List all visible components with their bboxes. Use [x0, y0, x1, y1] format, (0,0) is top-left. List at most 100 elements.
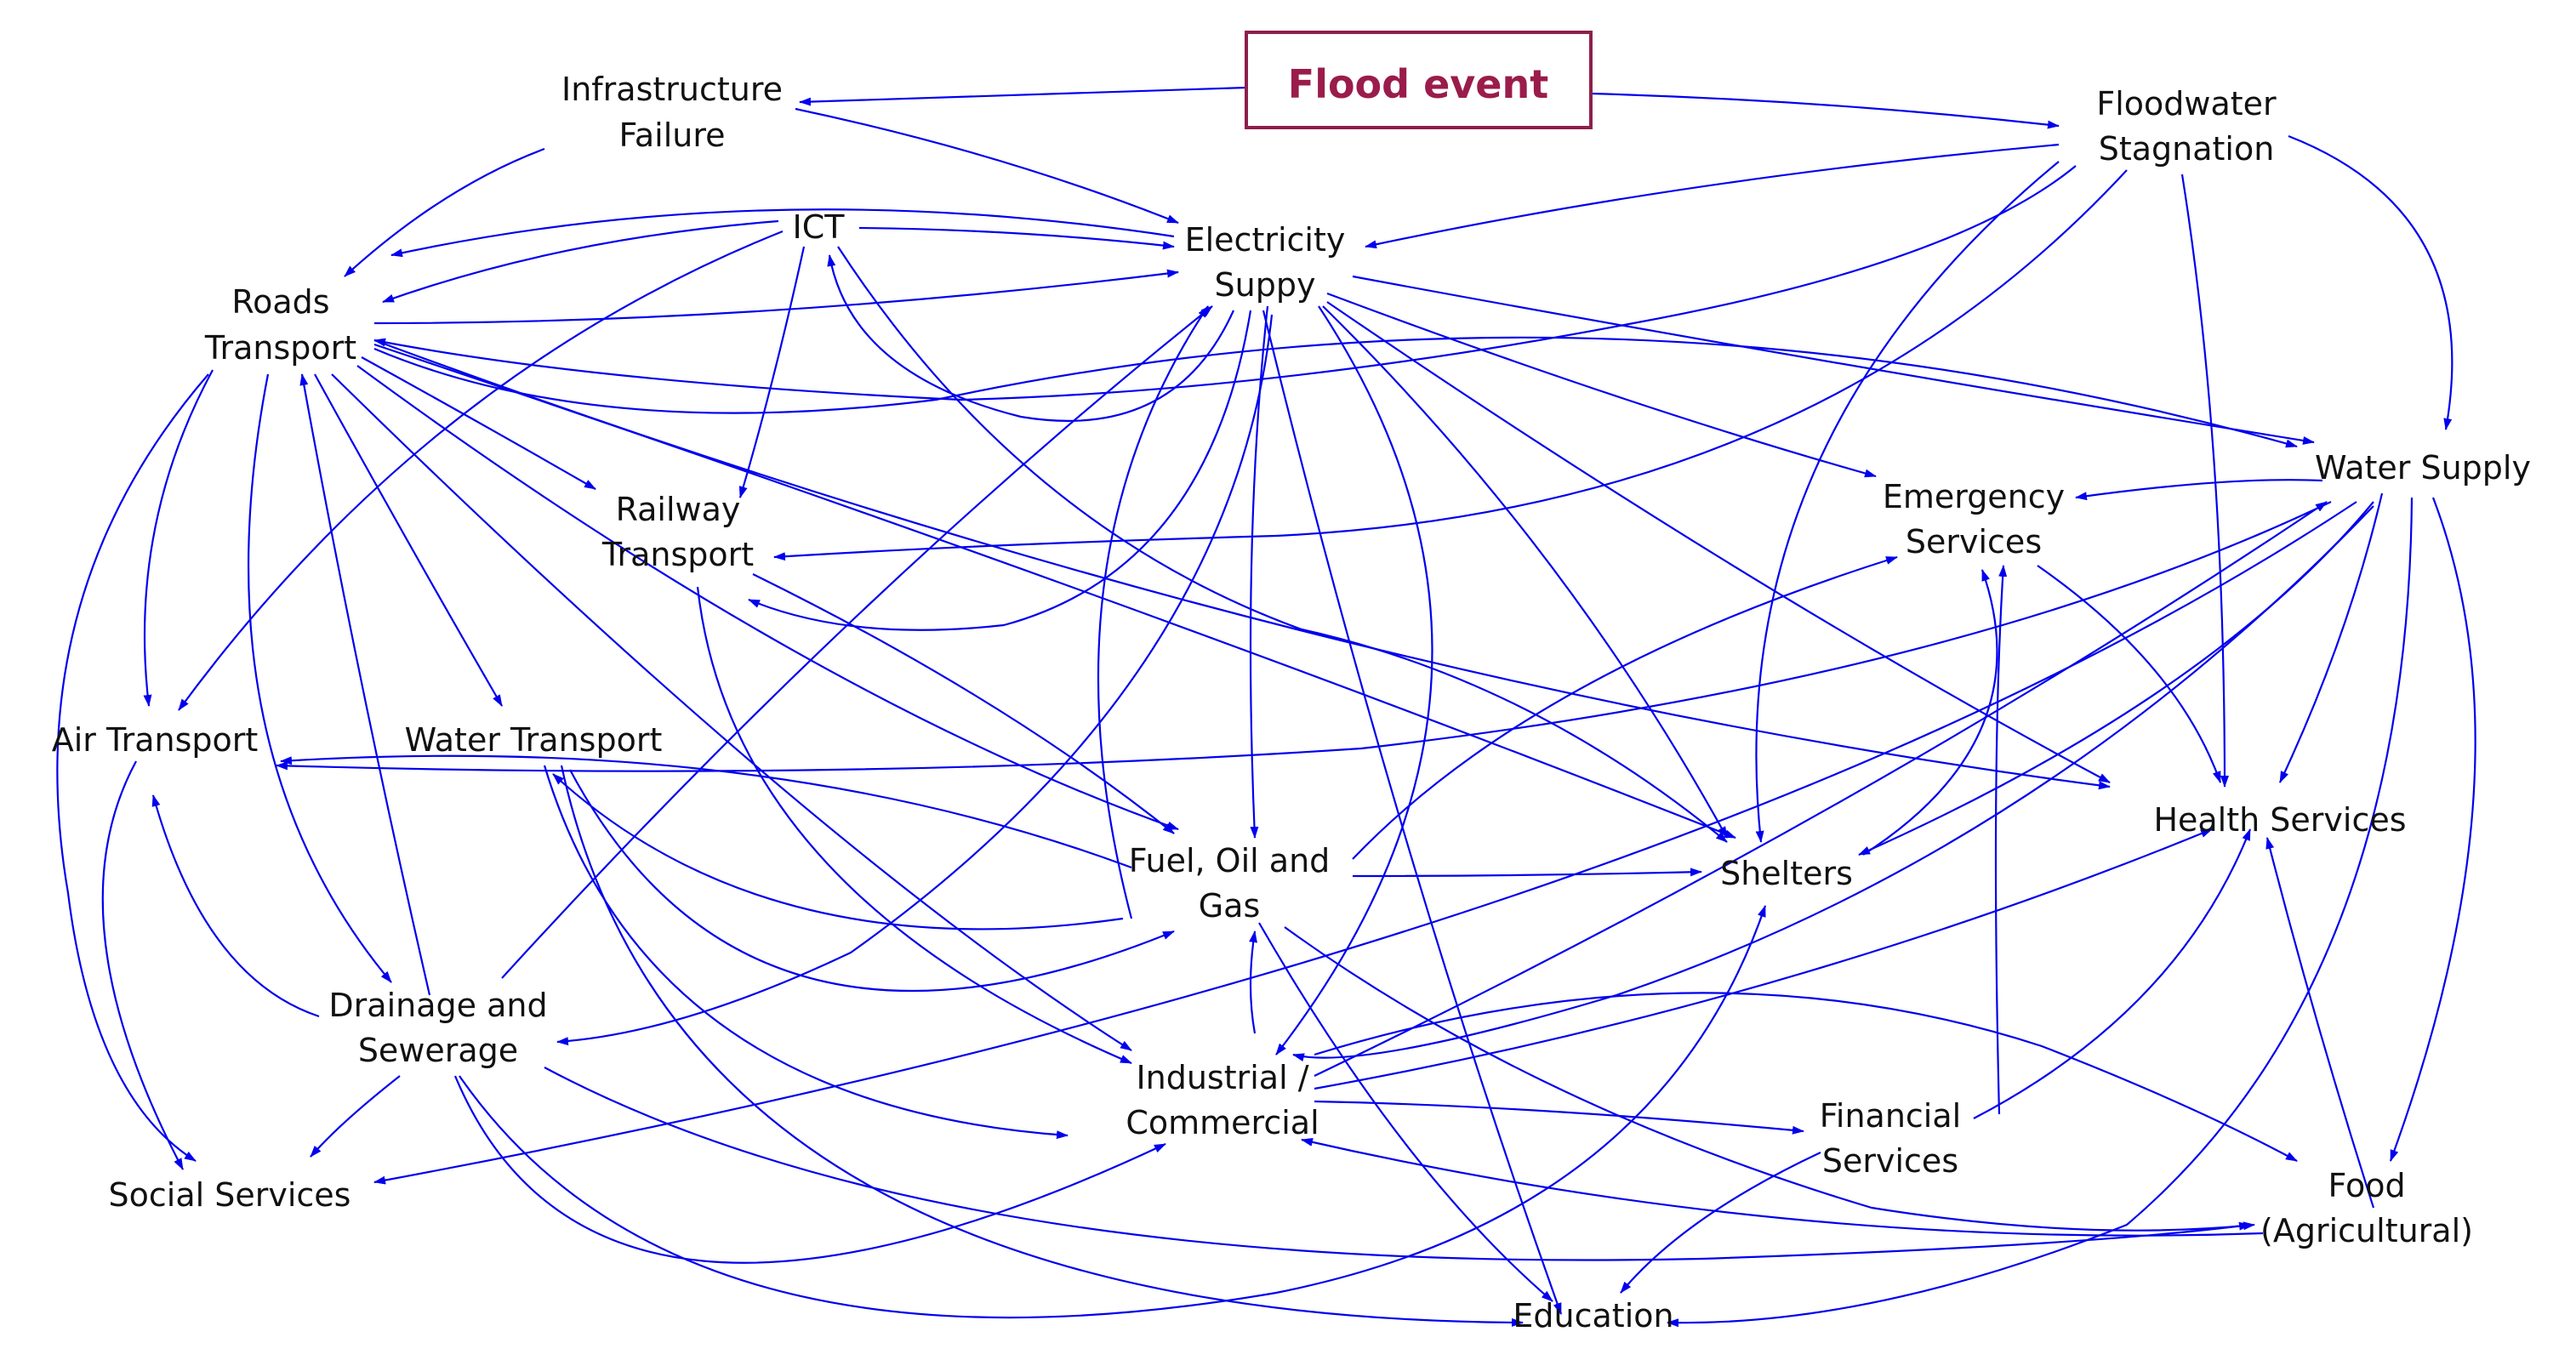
- emergency-services-line2: Services: [1906, 523, 2042, 561]
- railway-transport-line2: Transport: [601, 536, 754, 573]
- industrial-commercial-line2: Commercial: [1126, 1104, 1319, 1141]
- node-railway-transport[interactable]: Railway Transport: [601, 491, 754, 573]
- link-drainage-to-food: [544, 1067, 2251, 1261]
- node-electricity-supply[interactable]: Electricity Suppy: [1185, 221, 1346, 304]
- education-label: Education: [1513, 1297, 1673, 1334]
- floodwater-stagnation-line2: Stagnation: [2099, 130, 2275, 168]
- link-water-transport-to-industrial: [543, 765, 1069, 1140]
- roads-transport-line1: Roads: [231, 283, 329, 321]
- causal-links: [56, 86, 2476, 1328]
- infrastructure-failure-line1: Infrastructure: [561, 71, 783, 108]
- link-industrial-to-financial: [1314, 1100, 1804, 1135]
- electricity-supply-line1: Electricity: [1185, 221, 1346, 259]
- flood-event-box: [1245, 31, 1593, 129]
- link-air-to-social: [101, 760, 184, 1170]
- link-financial-to-health: [1973, 828, 2252, 1119]
- link-water-supply-to-social: [373, 501, 2357, 1185]
- link-fuel-to-food: [1284, 926, 2255, 1232]
- link-flood-to-floodwater: [1590, 92, 2060, 129]
- link-floodwater-to-roads: [373, 165, 2077, 401]
- link-roads-to-railway: [361, 356, 596, 490]
- food-agricultural-line2: (Agricultural): [2260, 1212, 2473, 1249]
- emergency-services-line1: Emergency: [1883, 478, 2065, 515]
- link-ict-to-roads: [382, 219, 779, 304]
- drainage-sewerage-line2: Sewerage: [358, 1032, 518, 1069]
- link-floodwater-to-health: [2180, 174, 2229, 788]
- node-education[interactable]: Education: [1513, 1297, 1673, 1334]
- link-water-supply-to-education: [1667, 497, 2414, 1328]
- financial-services-line1: Financial: [1820, 1097, 1961, 1135]
- node-flood-event[interactable]: Flood event: [1245, 31, 1593, 129]
- link-fuel-to-emergency: [1352, 555, 1898, 860]
- link-food-to-industrial: [1301, 1138, 2264, 1237]
- link-railway-to-industrial: [696, 586, 1132, 1065]
- node-shelters[interactable]: Shelters: [1720, 855, 1853, 892]
- link-roads-to-social: [56, 373, 209, 1162]
- node-food-agricultural[interactable]: Food (Agricultural): [2260, 1167, 2473, 1249]
- node-financial-services[interactable]: Financial Services: [1820, 1097, 1961, 1180]
- link-floodwater-to-water-supply: [2288, 134, 2453, 430]
- water-transport-label: Water Transport: [405, 721, 663, 759]
- node-ict[interactable]: ICT: [793, 208, 846, 246]
- water-supply-label: Water Supply: [2315, 449, 2531, 487]
- link-water-supply-to-air: [276, 501, 2332, 772]
- link-drainage-to-shelters: [459, 905, 1767, 1319]
- link-roads-to-electricity: [373, 269, 1179, 325]
- link-roads-to-industrial: [331, 373, 1132, 1051]
- link-fuel-to-electricity: [1097, 305, 1209, 919]
- industrial-commercial-line1: Industrial /: [1136, 1059, 1308, 1096]
- link-floodwater-to-electricity: [1365, 143, 2060, 249]
- link-electricity-to-education: [1262, 310, 1563, 1315]
- node-air-transport[interactable]: Air Transport: [52, 721, 259, 759]
- link-roads-to-drainage: [248, 373, 392, 983]
- ict-label: ICT: [793, 208, 846, 246]
- link-infrastructure-to-roads: [344, 147, 545, 277]
- link-electricity-to-water-supply: [1352, 275, 2315, 445]
- link-drainage-to-social: [310, 1075, 401, 1158]
- link-drainage-to-roads: [299, 373, 431, 996]
- node-water-transport[interactable]: Water Transport: [405, 721, 663, 759]
- link-electricity-to-railway: [748, 310, 1252, 631]
- link-fuel-to-shelters: [1352, 868, 1702, 878]
- link-electricity-to-roads: [390, 208, 1175, 258]
- link-fuel-to-education: [1258, 922, 1553, 1302]
- drainage-sewerage-line1: Drainage and: [328, 987, 547, 1024]
- link-floodwater-to-shelters: [1755, 161, 2060, 843]
- electricity-supply-line2: Suppy: [1215, 266, 1316, 304]
- link-water-transport-to-education: [560, 765, 1524, 1327]
- node-roads-transport[interactable]: Roads Transport: [204, 283, 356, 367]
- floodwater-stagnation-line1: Floodwater: [2096, 85, 2277, 122]
- food-agricultural-line1: Food: [2328, 1167, 2405, 1204]
- node-water-supply[interactable]: Water Supply: [2315, 449, 2531, 487]
- node-fuel-oil-gas[interactable]: Fuel, Oil and Gas: [1129, 842, 1331, 925]
- node-social-services[interactable]: Social Services: [109, 1176, 351, 1214]
- node-industrial-commercial[interactable]: Industrial / Commercial: [1126, 1059, 1319, 1141]
- node-health-services[interactable]: Health Services: [2153, 801, 2406, 839]
- link-financial-to-emergency: [1994, 565, 2008, 1115]
- flood-event-label: Flood event: [1288, 61, 1548, 107]
- link-water-supply-to-emergency: [2075, 479, 2323, 501]
- link-ict-to-railway: [738, 246, 806, 498]
- link-food-to-health: [2265, 837, 2375, 1209]
- link-roads-to-water-transport: [314, 373, 503, 707]
- shelters-label: Shelters: [1720, 855, 1853, 892]
- link-water-supply-to-health: [2279, 492, 2384, 783]
- link-drainage-to-electricity: [501, 305, 1213, 979]
- fuel-oil-gas-line1: Fuel, Oil and: [1129, 842, 1331, 879]
- node-emergency-services[interactable]: Emergency Services: [1883, 478, 2065, 561]
- link-drainage-to-air: [151, 794, 320, 1018]
- roads-transport-line2: Transport: [204, 329, 356, 367]
- link-water-transport-to-fuel: [569, 769, 1175, 993]
- node-floodwater-stagnation[interactable]: Floodwater Stagnation: [2096, 85, 2277, 168]
- fuel-oil-gas-line2: Gas: [1199, 887, 1261, 925]
- node-infrastructure-failure[interactable]: Infrastructure Failure: [561, 71, 783, 154]
- infrastructure-failure-line2: Failure: [618, 117, 725, 154]
- railway-transport-line1: Railway: [616, 491, 741, 528]
- link-flood-to-infrastructure: [799, 86, 1247, 106]
- air-transport-label: Air Transport: [52, 721, 259, 759]
- link-shelters-to-emergency: [1862, 569, 1998, 856]
- link-drainage-to-industrial: [453, 1075, 1166, 1264]
- link-industrial-to-health: [1314, 828, 2213, 1090]
- node-drainage-sewerage[interactable]: Drainage and Sewerage: [328, 987, 547, 1069]
